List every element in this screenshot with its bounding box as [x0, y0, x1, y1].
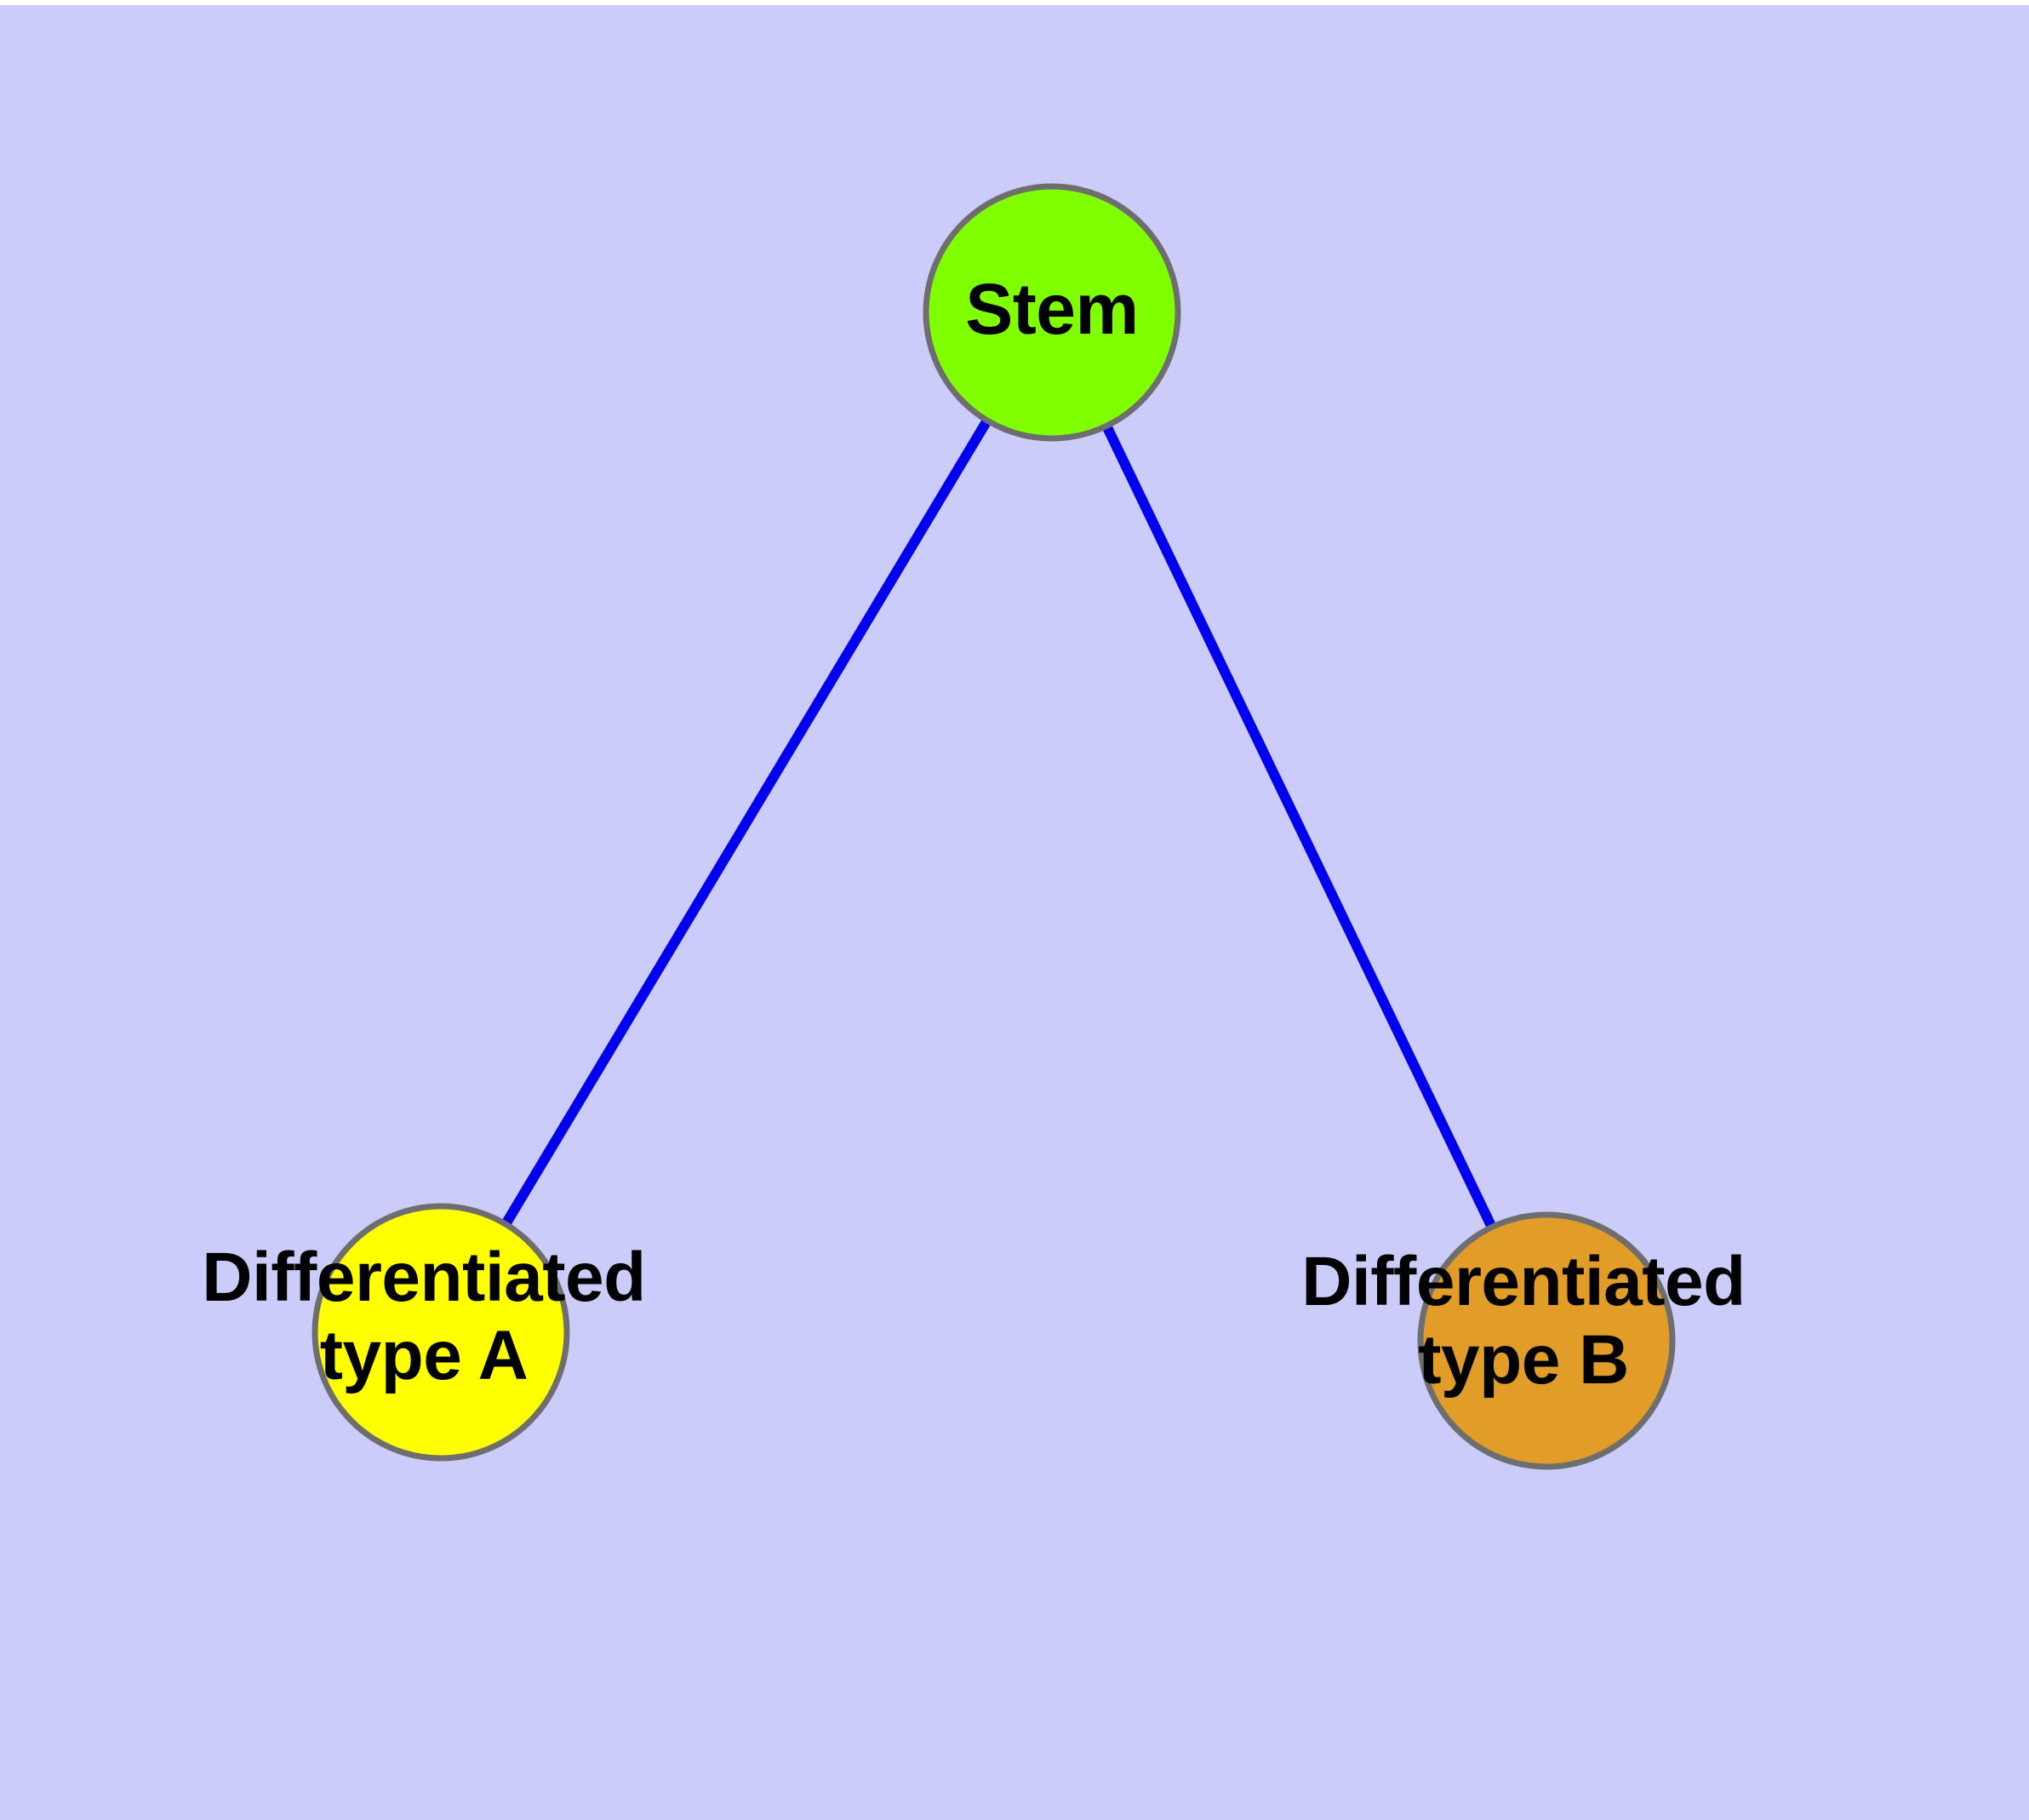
node-layer — [311, 183, 1676, 1470]
node-circle-stem[interactable] — [923, 183, 1181, 442]
edge-stem-to-type-b — [1047, 310, 1552, 1343]
edge-stem-to-type-a — [436, 309, 1057, 1336]
node-circle-type-b[interactable] — [1417, 1211, 1676, 1470]
edge-layer — [436, 309, 1552, 1343]
node-circle-type-a[interactable] — [311, 1203, 570, 1462]
